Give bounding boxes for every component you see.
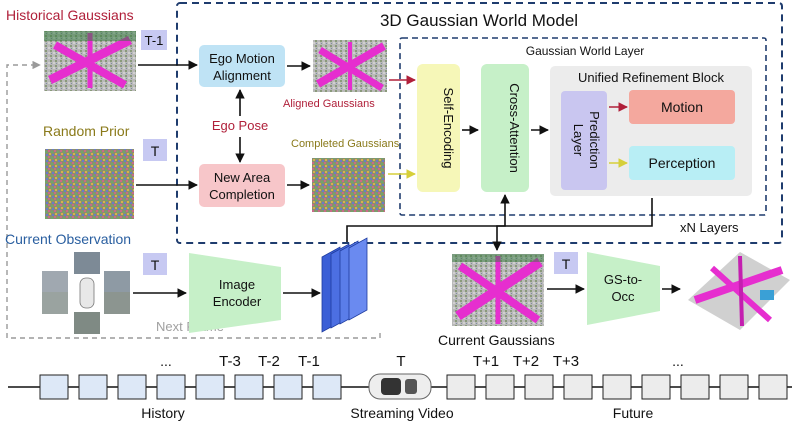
world-model-title: 3D Gaussian World Model (380, 11, 578, 30)
badge-t-current (554, 252, 578, 274)
history-label: History (141, 405, 185, 421)
gs-to-occ-line1: GS-to- (604, 272, 642, 287)
self-encoding-box (417, 64, 460, 192)
future-label: Future (613, 405, 654, 421)
arrow-features-to-cross-attention (346, 194, 510, 242)
aligned-gaussians-label: Aligned Gaussians (283, 98, 375, 110)
tick-t-minus-1: T-1 (298, 353, 320, 370)
future-frame (485, 374, 515, 400)
prediction-layer-line2: Layer (571, 124, 586, 157)
image-encoder-shape (189, 253, 281, 333)
historical-gaussians-thumbnail (44, 31, 136, 91)
gs-to-occ-line2: Occ (611, 289, 635, 304)
historical-gaussians-label: Historical Gaussians (6, 7, 134, 23)
history-frame (78, 374, 108, 400)
motion-box (629, 90, 735, 124)
future-ellipsis: ... (672, 353, 684, 369)
history-frame (234, 374, 264, 400)
ego-motion-alignment-box (199, 45, 285, 87)
history-frame (156, 374, 186, 400)
future-frame (563, 374, 593, 400)
tick-t-plus-3: T+3 (553, 353, 579, 370)
self-encoding-label: Self-Encoding (441, 88, 456, 169)
new-area-completion-line2: Completion (209, 187, 275, 202)
history-frame (273, 374, 303, 400)
future-frame (758, 374, 788, 400)
ego-motion-alignment-line1: Ego Motion (209, 51, 275, 66)
completed-gaussians-thumbnail (312, 158, 385, 212)
tick-t-minus-3: T-3 (219, 353, 241, 370)
current-gaussians-thumbnail (452, 254, 544, 326)
perception-label: Perception (649, 155, 716, 171)
tick-t-plus-2: T+2 (513, 353, 539, 370)
next-frame-loop (6, 60, 381, 339)
badge-t-random-prior-label: T (151, 143, 160, 159)
image-encoder-line1: Image (219, 277, 255, 292)
badge-t-observation (143, 253, 167, 275)
tick-t-plus-1: T+1 (473, 353, 499, 370)
ego-pose-label: Ego Pose (212, 118, 268, 133)
current-gaussians-label: Current Gaussians (438, 332, 555, 348)
random-prior-label: Random Prior (43, 123, 130, 139)
history-frame (312, 374, 342, 400)
prediction-layer-line1: Prediction (587, 111, 602, 169)
occupancy-output-thumbnail (688, 252, 790, 330)
history-frame (117, 374, 147, 400)
unified-refinement-title: Unified Refinement Block (578, 70, 724, 85)
future-frame (524, 374, 554, 400)
tick-t-minus-2: T-2 (258, 353, 280, 370)
ego-motion-alignment-line2: Alignment (213, 68, 271, 83)
current-observation-label: Current Observation (5, 231, 131, 247)
future-frame (446, 374, 476, 400)
streaming-video-label: Streaming Video (350, 405, 453, 421)
history-frame (39, 374, 69, 400)
history-frame (195, 374, 225, 400)
cross-attention-box (481, 64, 529, 192)
perception-box (629, 146, 735, 180)
aligned-gaussians-thumbnail (313, 40, 387, 92)
gaussian-world-layer-title: Gaussian World Layer (526, 44, 645, 58)
current-observation-camera-views (42, 252, 130, 334)
arrow-refinement-to-current-gaussians (492, 198, 653, 251)
new-area-completion-box (199, 164, 285, 207)
car-icon (368, 373, 432, 400)
image-encoder-line2: Encoder (213, 294, 262, 309)
gs-to-occ-shape (587, 252, 660, 325)
random-prior-noise-thumbnail (45, 149, 134, 219)
badge-t-observation-label: T (151, 257, 160, 273)
future-frame (719, 374, 749, 400)
gaussian-world-layer-frame (399, 37, 767, 216)
xn-layers-label: xN Layers (680, 220, 739, 235)
future-frame (602, 374, 632, 400)
badge-t-random-prior (143, 139, 167, 161)
future-frame (680, 374, 710, 400)
world-model-frame (176, 2, 783, 244)
completed-gaussians-label: Completed Gaussians (291, 138, 400, 150)
motion-label: Motion (661, 99, 703, 115)
new-area-completion-line1: New Area (214, 170, 271, 185)
prediction-layer-box (561, 91, 607, 190)
timeline (8, 374, 792, 400)
feature-maps-stack (321, 237, 368, 333)
tick-t: T (396, 353, 405, 370)
future-frame (641, 374, 671, 400)
badge-t-minus-1 (141, 30, 167, 50)
history-ellipsis: ... (160, 353, 172, 369)
cross-attention-label: Cross-Attention (507, 83, 522, 173)
badge-t-minus-1-label: T-1 (145, 33, 164, 48)
badge-t-current-label: T (562, 256, 571, 272)
